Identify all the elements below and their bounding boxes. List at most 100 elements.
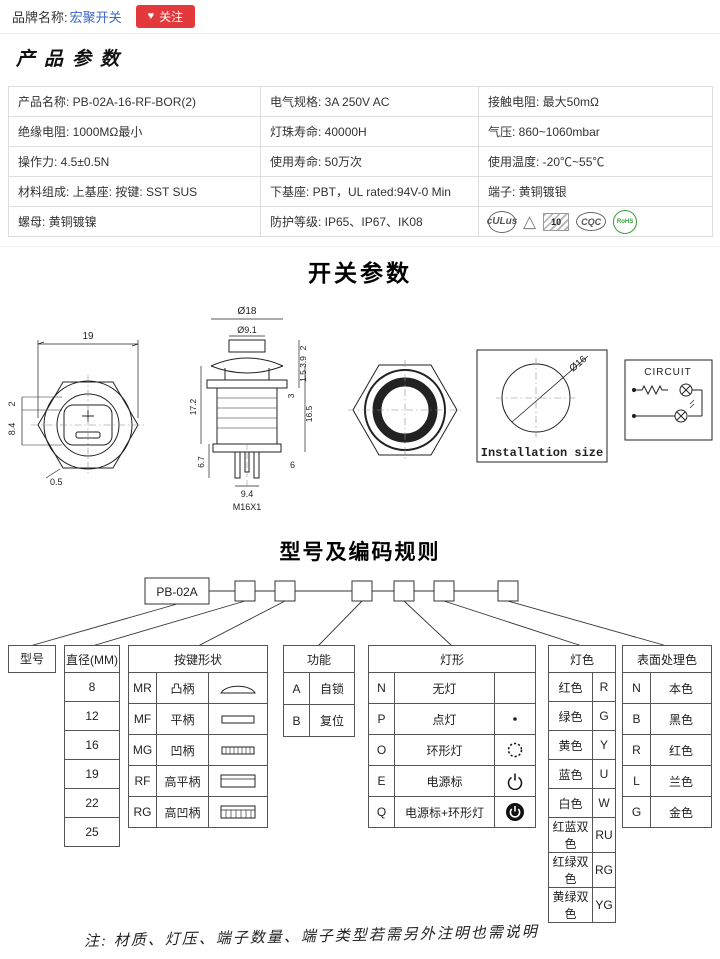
shape-icon-cell: [208, 796, 268, 828]
diameter-value: 19: [64, 759, 120, 789]
product-params-table: 产品名称: PB-02A-16-RF-BOR(2) 电气规格: 3A 250V …: [8, 86, 713, 237]
brand-bar: 品牌名称: 宏聚开关 ♥ 关注: [0, 0, 720, 34]
table-row: Q 电源标+环形灯: [368, 796, 536, 828]
table-row: 黄色 Y: [548, 730, 616, 760]
svg-text:0.5: 0.5: [50, 477, 63, 487]
diameter-header: 直径(MM): [64, 645, 120, 673]
param-cell: 电气规格: 3A 250V AC: [260, 86, 479, 117]
table-row: L 兰色: [622, 765, 712, 797]
svg-text:17.2: 17.2: [188, 398, 198, 415]
color-name: 黄绿双色: [548, 887, 593, 923]
code-box: [433, 580, 455, 602]
side-view-drawing: [200, 318, 306, 487]
shape-code: MG: [128, 734, 157, 766]
param-cell: 气压: 860~1060mbar: [478, 116, 713, 147]
table-row: A 自锁: [283, 672, 355, 705]
param-cell: 端子: 黄铜镀银: [478, 176, 713, 207]
table-row: 红色 R: [548, 672, 616, 702]
svg-text:2: 2: [7, 401, 17, 406]
shape-name: 平柄: [156, 703, 209, 735]
diameter-value: 22: [64, 788, 120, 818]
table-row: 25: [64, 817, 120, 847]
table-row: O 环形灯: [368, 734, 536, 766]
convex-handle-icon: [220, 685, 256, 694]
coding-scheme: PB-02A: [29, 577, 668, 647]
heart-icon: ♥: [147, 10, 155, 22]
surface-name: 金色: [650, 796, 712, 828]
surface-name: 黑色: [650, 703, 712, 735]
lamp-code: E: [368, 765, 395, 797]
param-cell: 材料组成: 上基座: 按键: SST SUS: [8, 176, 261, 207]
table-row: E 电源标: [368, 765, 536, 797]
handwritten-note: 注: 材质、灯压、端子数量、端子类型若需另外注明也需说明: [83, 924, 539, 950]
cqc-certification-icon: CQC: [576, 212, 607, 231]
model-rules-title: 型号及编码规则: [279, 541, 441, 564]
code-box: [234, 580, 256, 602]
svg-text:Installation size: Installation size: [481, 446, 603, 460]
shape-icon-cell: [208, 672, 268, 704]
table-row: 蓝色 U: [548, 759, 616, 789]
shape-name: 凹柄: [156, 734, 209, 766]
param-cell: 接触电阻: 最大50mΩ: [478, 86, 713, 117]
table-row: 黄绿双色 YG: [548, 887, 616, 923]
param-cell: 防护等级: IP65、IP67、IK08: [260, 206, 479, 237]
param-cell: 产品名称: PB-02A-16-RF-BOR(2): [8, 86, 261, 117]
diameter-value: 8: [64, 672, 120, 702]
shape-code: RF: [128, 765, 157, 797]
follow-button-label: 关注: [159, 10, 184, 24]
param-cell: 下基座: PBT，UL rated:94V-0 Min: [260, 176, 479, 207]
table-row: 16: [64, 730, 120, 760]
color-code: Y: [592, 730, 616, 760]
table-row: N 本色: [622, 672, 712, 704]
param-cell: 灯珠寿命: 40000H: [260, 116, 479, 147]
table-row: 产品名称: PB-02A-16-RF-BOR(2) 电气规格: 3A 250V …: [8, 86, 713, 117]
brand-name-link[interactable]: 宏聚开关: [69, 10, 122, 25]
product-params-title: 产品参数: [16, 49, 129, 70]
table-row: 灯色: [548, 645, 616, 673]
color-code: RG: [592, 852, 616, 888]
diameter-table: 直径(MM) 8 12 16 19 22 25: [64, 645, 120, 847]
table-row: B 复位: [283, 704, 355, 737]
table-row: 白色 W: [548, 788, 616, 818]
table-row: RG 高凹柄: [128, 796, 268, 828]
param-cell: 操作力: 4.5±0.5N: [8, 146, 261, 177]
follow-button[interactable]: ♥ 关注: [135, 5, 196, 28]
dot-lamp-icon: [513, 717, 517, 721]
color-code: RU: [592, 817, 616, 853]
color-code: G: [592, 701, 616, 731]
concave-handle-icon: [221, 746, 255, 755]
svg-text:19: 19: [82, 331, 94, 342]
table-row: N 无灯: [368, 672, 536, 704]
tall-flat-handle-icon: [220, 774, 256, 788]
svg-text:3.9: 3.9: [298, 356, 308, 368]
code-box: [497, 580, 519, 602]
table-row: MG 凹柄: [128, 734, 268, 766]
table-row: 材料组成: 上基座: 按键: SST SUS 下基座: PBT，UL rated…: [8, 176, 713, 207]
prefix-label: PB-02A: [156, 585, 197, 599]
lamp-code: N: [368, 672, 395, 704]
shape-icon-cell: [208, 765, 268, 797]
diameter-value: 16: [64, 730, 120, 760]
table-row: 12: [64, 701, 120, 731]
table-row: 19: [64, 759, 120, 789]
button-shape-table: 按键形状 MR 凸柄 MF 平柄 MG 凹柄 RF: [128, 645, 268, 828]
svg-text:6.7: 6.7: [196, 456, 206, 468]
color-name: 绿色: [548, 701, 593, 731]
param-cell: 螺母: 黄铜镀镍: [8, 206, 261, 237]
surface-name: 兰色: [650, 765, 712, 797]
surface-name: 本色: [650, 672, 712, 704]
svg-text:M16X1: M16X1: [233, 502, 262, 512]
surface-color-header: 表面处理色: [622, 645, 712, 673]
surface-name: 红色: [650, 734, 712, 766]
function-table: 功能 A 自锁 B 复位: [283, 645, 355, 737]
lamp-code: O: [368, 734, 395, 766]
lamp-name: 无灯: [394, 672, 495, 704]
table-row: 22: [64, 788, 120, 818]
prefix-box: [144, 577, 210, 605]
lamp-color-header: 灯色: [548, 645, 616, 673]
color-name: 红蓝双色: [548, 817, 593, 853]
s-mark-certification-icon: 10: [543, 212, 570, 231]
param-cell: 使用寿命: 50万次: [260, 146, 479, 177]
color-name: 白色: [548, 788, 593, 818]
